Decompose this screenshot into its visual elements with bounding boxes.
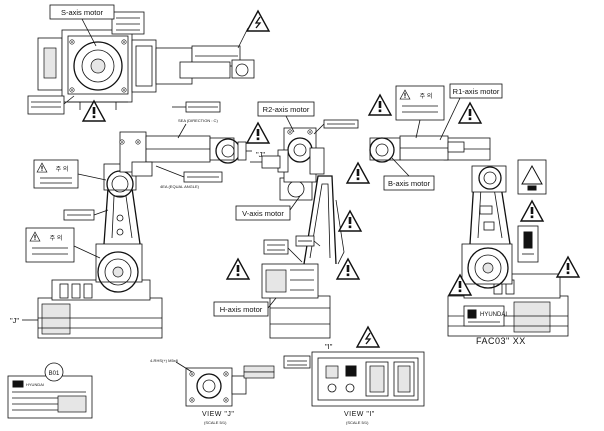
electric-hazard-icon: [246, 10, 270, 32]
warning-icon: [82, 100, 106, 122]
warning-icon: [368, 94, 392, 116]
brand-plate-name: HYUNDAI: [480, 312, 507, 318]
b-axis-callout: B-axis motor: [388, 179, 431, 188]
warning-icon: [556, 256, 580, 278]
s-axis-callout: S-axis motor: [61, 8, 104, 17]
warning-icon: [338, 210, 362, 232]
rotation-note: 4EA (EQUAL ANGLE): [160, 184, 200, 189]
view-j-scale: (SCALE 5/1): [204, 420, 227, 425]
id-plate-marker: [44, 362, 64, 382]
warning-icon: [246, 122, 270, 144]
identification-plate: HYUNDAI: [7, 375, 93, 419]
left-robot: [37, 131, 252, 339]
caution-plate-title: 주 의: [56, 165, 69, 173]
notice-label: [263, 239, 289, 255]
warning-icon: [520, 200, 544, 222]
warning-icon: [226, 258, 250, 280]
v-axis-callout: V-axis motor: [242, 209, 284, 218]
tapped-holes-note: 4-RHS(+) M5x8: [150, 358, 179, 363]
r2-axis-callout: R2-axis motor: [263, 105, 310, 114]
notice-label: [283, 355, 311, 369]
view-j-marker-left: "J": [10, 316, 19, 325]
view-i-detail: [311, 351, 425, 407]
r1-axis-callout-box: [449, 83, 503, 99]
notice-label: [27, 95, 65, 115]
h-axis-callout-box: [213, 301, 269, 317]
r1-axis-callout: R1-axis motor: [453, 87, 500, 96]
h-axis-callout: H-axis motor: [220, 305, 263, 314]
id-plate-brand: HYUNDAI: [26, 382, 44, 387]
caution-plate: [395, 85, 445, 121]
electric-hazard-icon: [356, 326, 380, 348]
caution-plate-title: 주 의: [50, 234, 63, 242]
view-j-marker-right: "J": [256, 150, 265, 159]
middle-robot: [250, 127, 345, 339]
view-i-marker: "I": [325, 342, 333, 351]
view-i-scale: (SCALE 5/1): [346, 420, 369, 425]
caution-plate: [33, 159, 79, 189]
s-axis-assembly: [37, 11, 255, 110]
warning-icon: [458, 102, 482, 124]
caution-plate: [25, 227, 75, 263]
v-axis-callout-box: [235, 205, 291, 221]
view-j-detail: [185, 365, 275, 407]
drawing-code: FAC03" XX: [476, 336, 526, 346]
warning-icon: [336, 258, 360, 280]
id-plate-marker-text: B01: [49, 371, 60, 377]
warning-icon: [346, 162, 370, 184]
view-i-title: VIEW "I": [344, 411, 375, 418]
direction-note: SEA (DIRECTION : C): [178, 118, 218, 123]
caution-plate-title: 주 의: [420, 92, 433, 100]
view-j-title: VIEW "J": [202, 411, 234, 418]
